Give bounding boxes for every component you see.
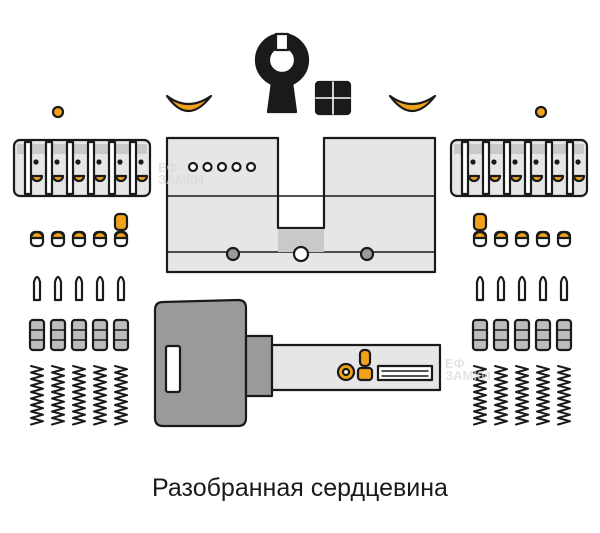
top-pin-cap <box>92 230 108 240</box>
right-ball <box>534 105 548 119</box>
plug-pin-channel <box>481 140 491 196</box>
diagram-caption: Разобранная сердцевина <box>152 474 448 502</box>
plug-pin-tip <box>30 174 44 183</box>
extra-pin <box>472 212 488 232</box>
spring <box>51 365 65 426</box>
spring <box>72 365 86 426</box>
plug-pin-tip <box>72 174 86 183</box>
left-retaining-clip <box>165 94 213 112</box>
plug-pin-channel <box>128 140 138 196</box>
key-pin <box>559 275 569 302</box>
right-retaining-clip <box>388 94 437 112</box>
spring <box>30 365 44 426</box>
plug-pin-tip <box>488 174 502 183</box>
top-pin-cap <box>71 230 87 240</box>
plug-pin-channel <box>460 140 470 196</box>
right-spring-set <box>473 365 571 426</box>
driver-pin <box>471 318 489 352</box>
top-pin-cap <box>493 230 509 240</box>
plug-pin-tip <box>467 174 481 183</box>
left-ball <box>51 105 65 119</box>
plug-pin-tip <box>509 174 523 183</box>
driver-pin <box>513 318 531 352</box>
driver-pin <box>534 318 552 352</box>
spring <box>93 365 107 426</box>
key-pin <box>74 275 84 302</box>
left-cylinder-plug <box>12 138 152 198</box>
housing-hole <box>202 161 213 173</box>
top-pin-cap <box>29 230 45 240</box>
spring <box>515 365 529 426</box>
key-pin <box>496 275 506 302</box>
top-pin-cap <box>113 230 129 240</box>
top-pin-cap <box>535 230 551 240</box>
housing-hole <box>231 161 242 173</box>
driver-pin <box>70 318 88 352</box>
housing-pin-holes <box>187 161 257 173</box>
key-pin <box>517 275 527 302</box>
key-pin <box>95 275 105 302</box>
driver-pin <box>555 318 573 352</box>
driver-pin <box>492 318 510 352</box>
driver-pin <box>112 318 130 352</box>
spring <box>494 365 508 426</box>
right-pin-set <box>471 212 573 352</box>
top-pin-cap <box>514 230 530 240</box>
plug-pin-channel <box>107 140 117 196</box>
plug-pin-channel <box>65 140 75 196</box>
key-pin <box>53 275 63 302</box>
left-spring-set <box>30 365 128 426</box>
housing-hole <box>187 161 199 173</box>
plug-pin-tip <box>572 174 586 183</box>
key-pin <box>538 275 548 302</box>
left-pin-set <box>28 212 130 352</box>
housing-hole <box>216 161 228 173</box>
key <box>153 298 442 428</box>
spring <box>536 365 550 426</box>
driver-pin <box>28 318 46 352</box>
plug-pin-tip <box>551 174 565 183</box>
key-pin <box>32 275 42 302</box>
top-pin-cap <box>50 230 66 240</box>
spring <box>557 365 571 426</box>
plug-pin-tip <box>135 174 149 183</box>
cylinder-housing <box>165 136 437 274</box>
plug-pin-channel <box>23 140 33 196</box>
plug-pin-channel <box>544 140 554 196</box>
plug-pin-channel <box>565 140 575 196</box>
square-block-part <box>314 80 352 116</box>
plug-pin-tip <box>114 174 128 183</box>
right-cylinder-plug <box>449 138 589 198</box>
spring <box>114 365 128 426</box>
top-pin-cap <box>472 230 488 240</box>
plug-pin-tip <box>93 174 107 183</box>
driver-pin <box>49 318 67 352</box>
plug-pin-channel <box>86 140 96 196</box>
key-pin <box>116 275 126 302</box>
driver-pin <box>91 318 109 352</box>
plug-pin-tip <box>51 174 65 183</box>
extra-pin <box>113 212 129 232</box>
plug-pin-channel <box>523 140 533 196</box>
housing-hole <box>245 161 257 173</box>
plug-pin-channel <box>502 140 512 196</box>
plug-pin-tip <box>530 174 544 183</box>
key-pin <box>475 275 485 302</box>
top-pin-cap <box>556 230 572 240</box>
plug-pin-channel <box>44 140 54 196</box>
cam-part <box>254 32 310 114</box>
spring <box>473 365 487 426</box>
